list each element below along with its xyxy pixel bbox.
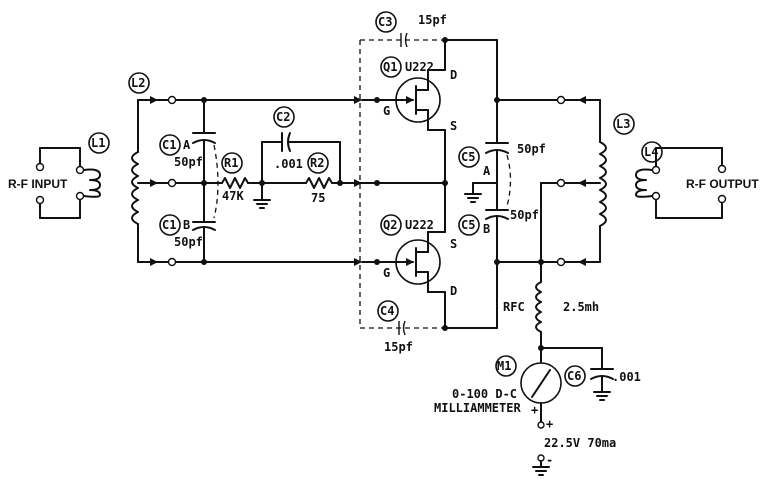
m1-desc2: MILLIAMMETER [434, 401, 521, 415]
r1-value: 47K [222, 189, 244, 203]
c5b-badge [458, 214, 480, 236]
rfc-label: RFC [503, 300, 525, 314]
l1-coil [83, 168, 101, 198]
q2-type: U222 [405, 218, 434, 232]
q2-source-label: S [450, 237, 457, 251]
q1-type: U222 [405, 60, 434, 74]
c4-capacitor [398, 320, 406, 336]
l4-coil [635, 168, 653, 198]
q1-label: Q1 [383, 60, 397, 74]
l3-badge [613, 113, 635, 135]
c3-badge [375, 11, 397, 33]
m1-label: M1 [497, 359, 511, 373]
l3-coil [599, 99, 607, 263]
l2-badge [128, 72, 150, 94]
q2-gate-label: G [383, 266, 390, 280]
ground-symbol-1 [253, 180, 271, 209]
c5b-sub: B [483, 222, 490, 236]
q2-badge [380, 214, 402, 236]
m1-milliammeter [520, 347, 562, 429]
c3-label: C3 [378, 15, 392, 29]
c5b-value: 50pf [510, 208, 539, 222]
c5a-badge [458, 146, 480, 168]
supply-ground [532, 454, 550, 476]
c5-split-capacitor [464, 99, 512, 263]
l2-label: L2 [131, 76, 145, 90]
c6-label: C6 [567, 369, 581, 383]
c1b-sub: B [183, 218, 190, 232]
r2-resistor [261, 177, 362, 189]
c6-value: .001 [612, 370, 641, 384]
rf-output-terminals [651, 147, 727, 219]
rfc-value: 2.5mh [563, 300, 599, 314]
r1-badge [221, 152, 243, 174]
r2-label: R2 [310, 156, 324, 170]
c2-value: .001 [274, 157, 303, 171]
q1-transistor [361, 69, 446, 131]
supply-minus-sign: - [546, 453, 553, 467]
supply-plus-sign: + [546, 417, 553, 431]
l4-label: L4 [644, 145, 658, 159]
m1-plus-sign: + [531, 403, 538, 417]
r2-value: 75 [311, 191, 325, 205]
c6-badge [564, 365, 586, 387]
c1a-value: 50pf [174, 155, 203, 169]
r2-badge [307, 152, 329, 174]
c2-badge [273, 106, 295, 128]
l3-label: L3 [616, 117, 630, 131]
m1-badge [495, 355, 517, 377]
c5b-label: C5 [461, 218, 475, 232]
rfc-choke [535, 281, 542, 349]
q2-transistor [361, 231, 446, 293]
c1a-badge [159, 134, 181, 156]
rf-input-terminals [35, 147, 85, 219]
c1b-value: 50pf [174, 235, 203, 249]
c4-value: 15pf [384, 340, 413, 354]
r1-resistor [203, 177, 263, 189]
c2-capacitor [261, 132, 341, 184]
q1-drain-label: D [450, 68, 457, 82]
rf-input-label: R-F INPUT [8, 177, 68, 191]
q1-gate-label: G [383, 104, 390, 118]
q2-label: Q2 [383, 218, 397, 232]
m1-desc1: 0-100 D-C [452, 387, 517, 401]
c2-label: C2 [276, 110, 290, 124]
r1-label: R1 [224, 156, 238, 170]
c5a-value: 50pf [517, 142, 546, 156]
c1a-label: C1 [162, 138, 176, 152]
neutralization-enclosure [359, 40, 445, 329]
l1-label: L1 [91, 136, 105, 150]
l2-coil [131, 99, 139, 263]
q2-drain-label: D [450, 284, 457, 298]
c4-label: C4 [380, 304, 394, 318]
c4-badge [377, 300, 399, 322]
c1b-label: C1 [162, 218, 176, 232]
c5a-label: C5 [461, 150, 475, 164]
c5a-sub: A [483, 164, 491, 178]
c3-capacitor [400, 32, 408, 48]
c3-value: 15pf [418, 13, 447, 27]
l1-badge [88, 132, 110, 154]
c6-capacitor [590, 347, 614, 401]
q1-source-label: S [450, 119, 457, 133]
q1-badge [380, 56, 402, 78]
rf-output-label: R-F OUTPUT [686, 177, 759, 191]
supply-label: 22.5V 70ma [544, 436, 616, 450]
c1b-badge [159, 214, 181, 236]
c1a-sub: A [183, 138, 191, 152]
